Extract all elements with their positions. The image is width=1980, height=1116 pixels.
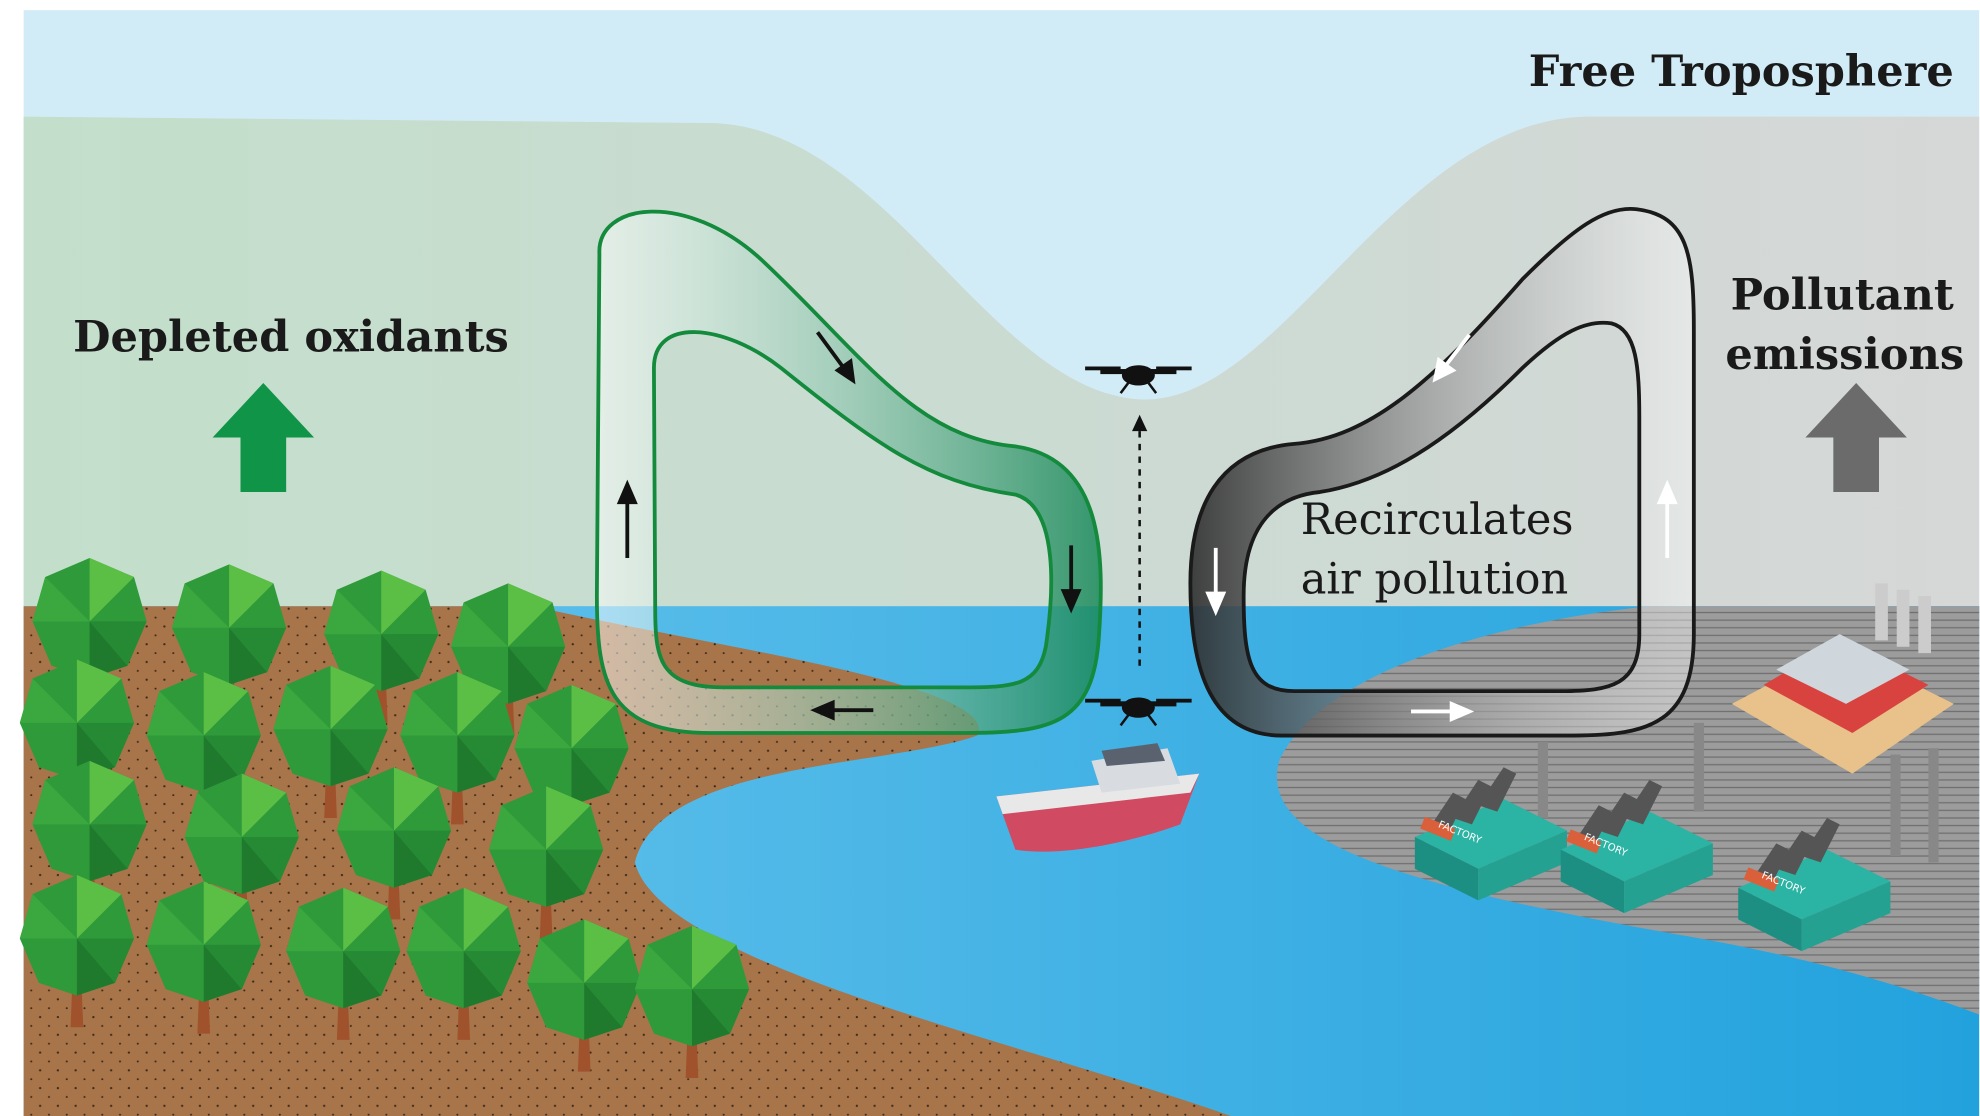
pollutant-emissions-label-line1: Pollutant — [1731, 270, 1954, 320]
recirculates-label-line1: Recirculates — [1301, 495, 1574, 545]
pollution-flow-arrows — [1205, 333, 1678, 722]
pollutant-emissions-label-line2: emissions — [1725, 330, 1964, 380]
depleted-oxidants-label: Depleted oxidants — [73, 312, 509, 362]
recirculates-label-line2: air pollution — [1301, 555, 1569, 605]
free-troposphere-label: Free Troposphere — [1529, 47, 1954, 97]
boat-icon — [996, 743, 1200, 852]
up-arrow-grey-icon — [1805, 382, 1907, 493]
green-circulation-loop — [594, 209, 1103, 735]
pollution-circulation-loop — [1188, 206, 1696, 738]
flow-arrows — [616, 331, 1082, 721]
factories: FACTORY FACTORY FACTORY — [1414, 583, 1954, 952]
boundary-layer — [23, 116, 1980, 622]
